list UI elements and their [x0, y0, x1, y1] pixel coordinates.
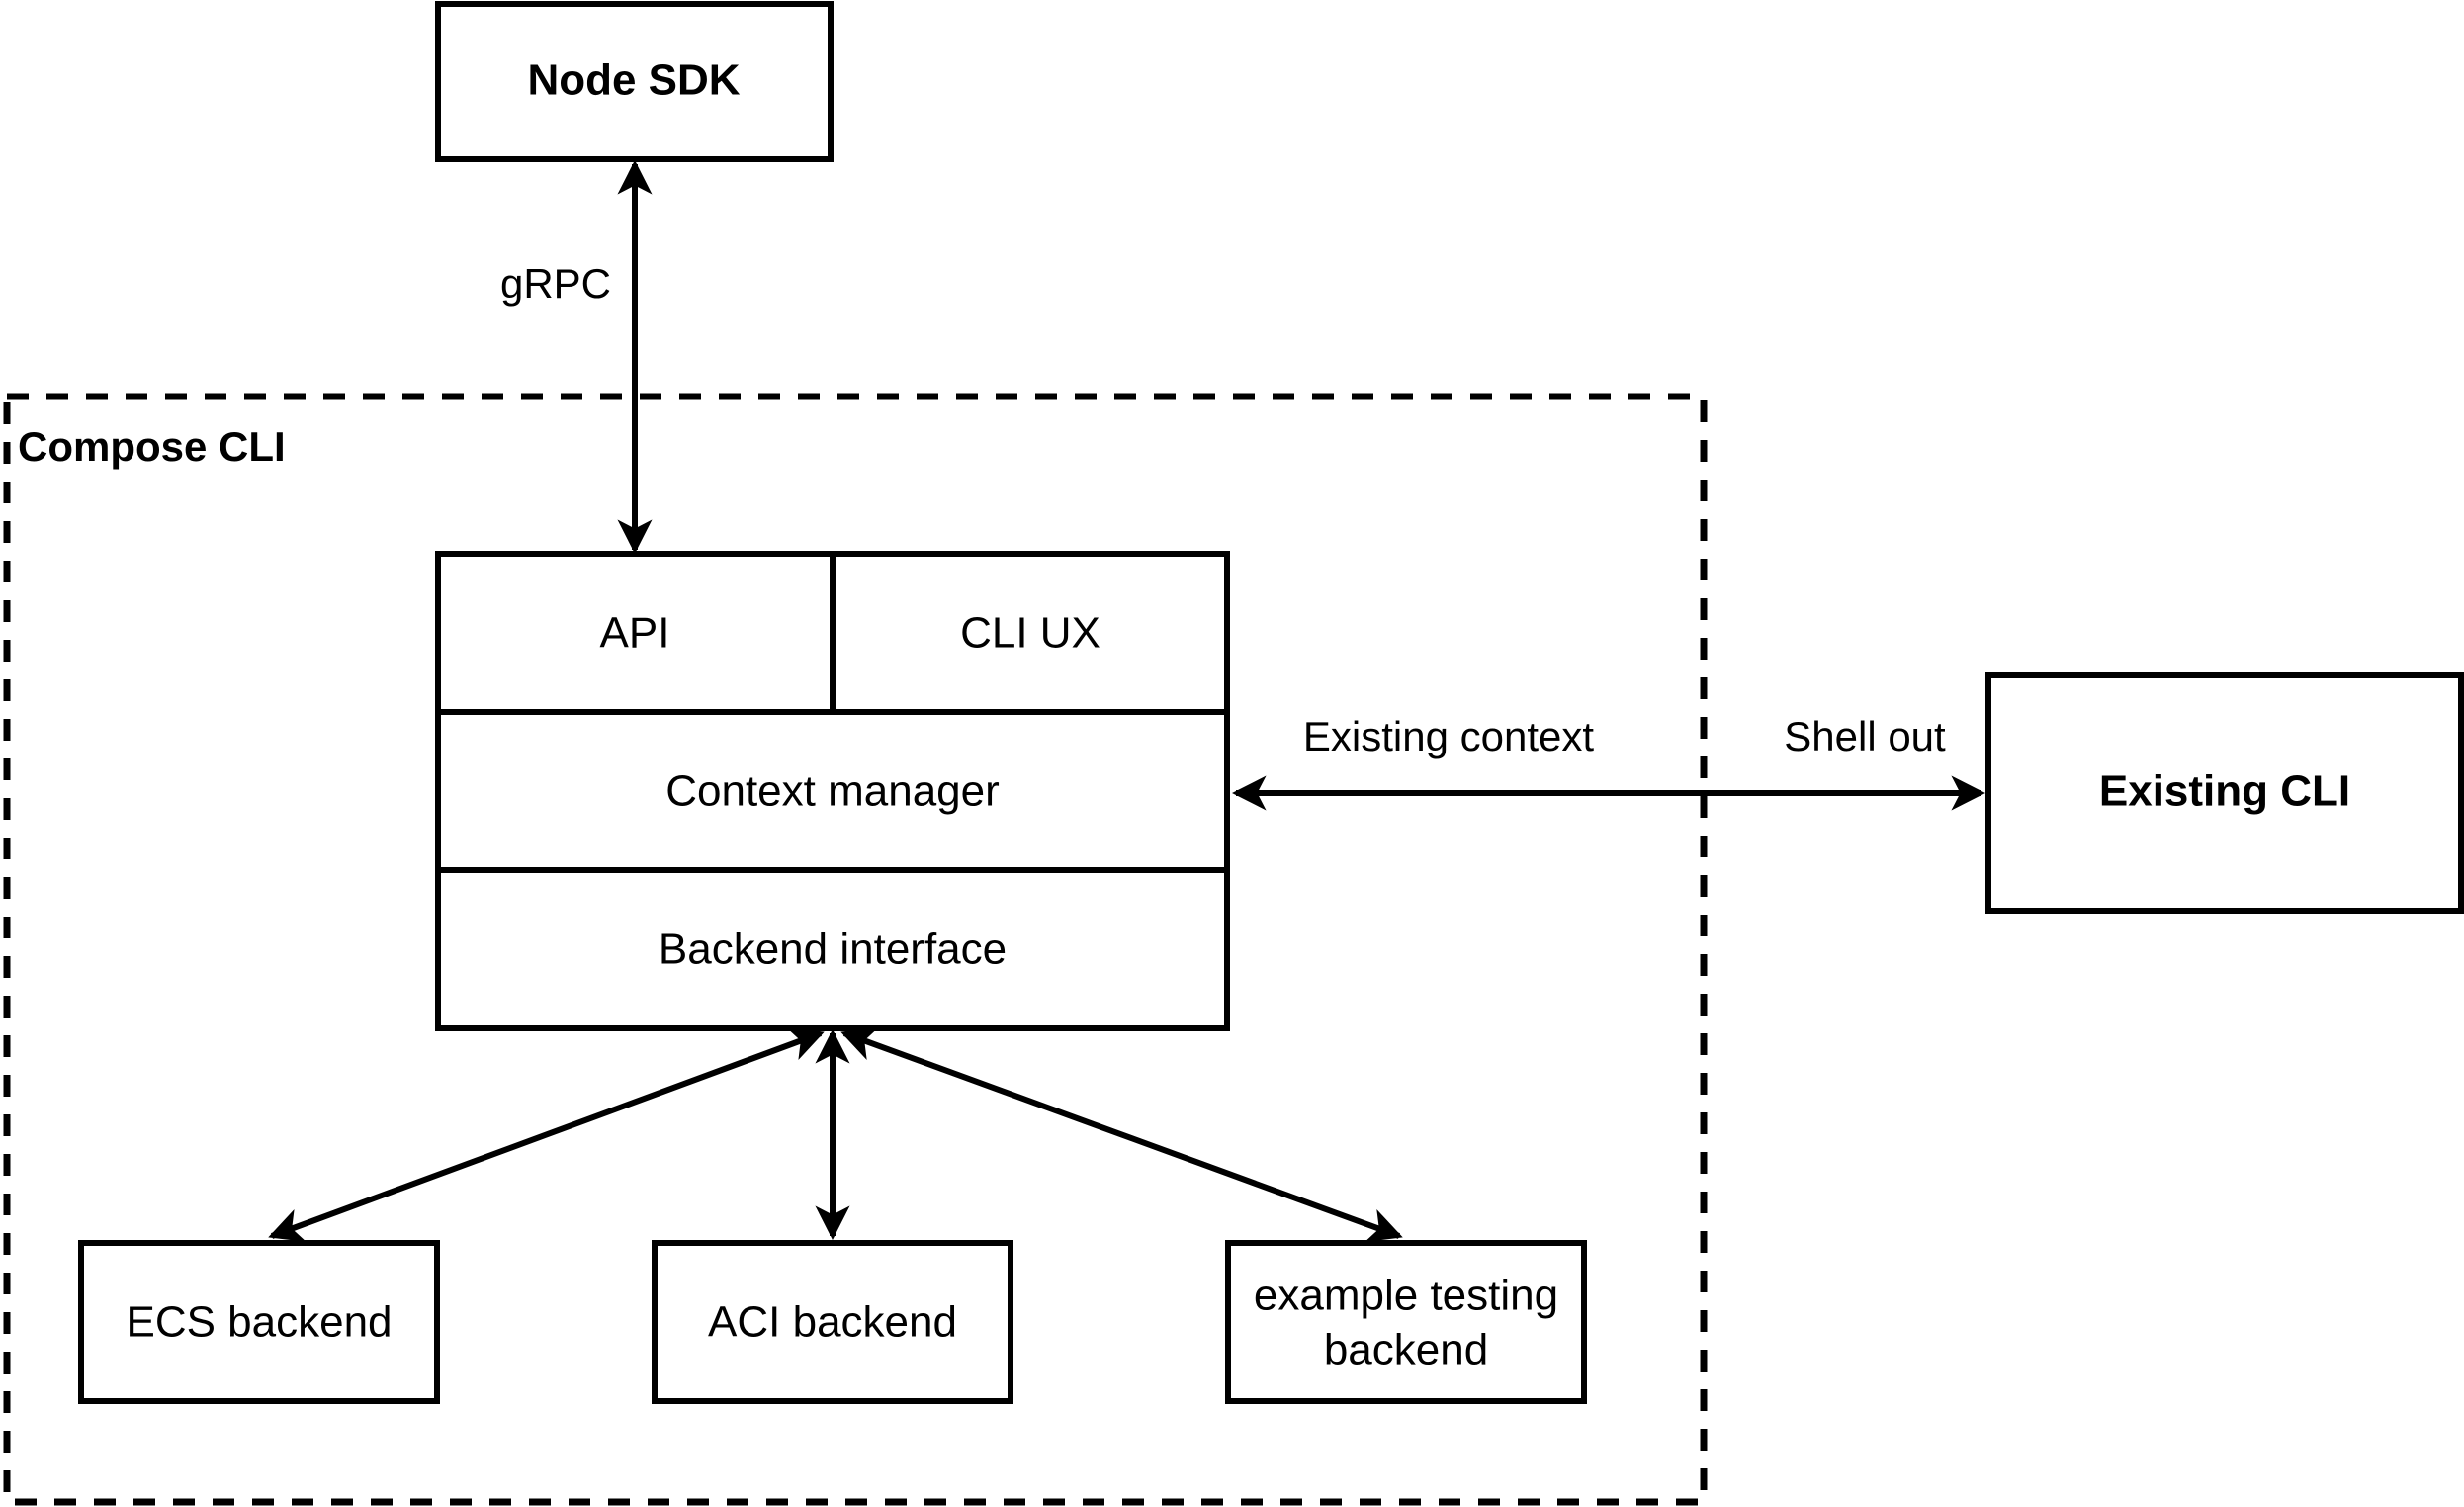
grpc-edge-label: gRPC	[500, 260, 611, 307]
grpc-edge: gRPC	[500, 160, 653, 554]
ecs-backend-node[interactable]: ECS backend	[78, 1240, 440, 1404]
compose-cli-stack: API CLI UX Context manager Backend inter…	[435, 551, 1230, 1031]
context-manager-label: Context manager	[665, 767, 1000, 816]
compose-cli-group-border	[3, 393, 1708, 1506]
existing-context-label: Existing context	[1303, 713, 1594, 759]
aci-backend-box[interactable]	[652, 1240, 1013, 1404]
aci-backend-node[interactable]: ACI backend	[652, 1240, 1013, 1404]
example-testing-backend-label-line1: example testing	[1254, 1272, 1558, 1320]
backend-example-arrow	[840, 1027, 1403, 1242]
aci-backend-label: ACI backend	[708, 1298, 957, 1347]
api-label: API	[600, 609, 670, 658]
node-sdk-label: Node SDK	[527, 56, 740, 105]
existing-cli-label: Existing CLI	[2099, 767, 2350, 816]
shell-out-label: Shell out	[1784, 713, 1946, 759]
cli-ux-label: CLI UX	[960, 609, 1100, 658]
backend-interface-label: Backend interface	[659, 926, 1007, 974]
existing-cli-box[interactable]	[1985, 672, 2464, 914]
compose-cli-group-label: Compose CLI	[18, 423, 286, 470]
compose-cli-group: Compose CLI	[3, 393, 1708, 1506]
node-sdk-node[interactable]: Node SDK	[435, 1, 834, 162]
existing-cli-node[interactable]: Existing CLI	[1985, 672, 2464, 914]
context-shell-edge: Existing context Shell out	[1232, 713, 1985, 811]
ecs-backend-box[interactable]	[78, 1240, 440, 1404]
ecs-backend-label: ECS backend	[126, 1298, 392, 1347]
example-testing-backend-node[interactable]: example testing backend	[1225, 1240, 1587, 1404]
node-sdk-box[interactable]	[435, 1, 834, 162]
example-testing-backend-label-line2: backend	[1324, 1326, 1488, 1374]
example-testing-backend-box[interactable]	[1225, 1240, 1587, 1404]
backend-ecs-arrow	[268, 1027, 825, 1242]
backend-edges	[268, 1027, 1403, 1242]
